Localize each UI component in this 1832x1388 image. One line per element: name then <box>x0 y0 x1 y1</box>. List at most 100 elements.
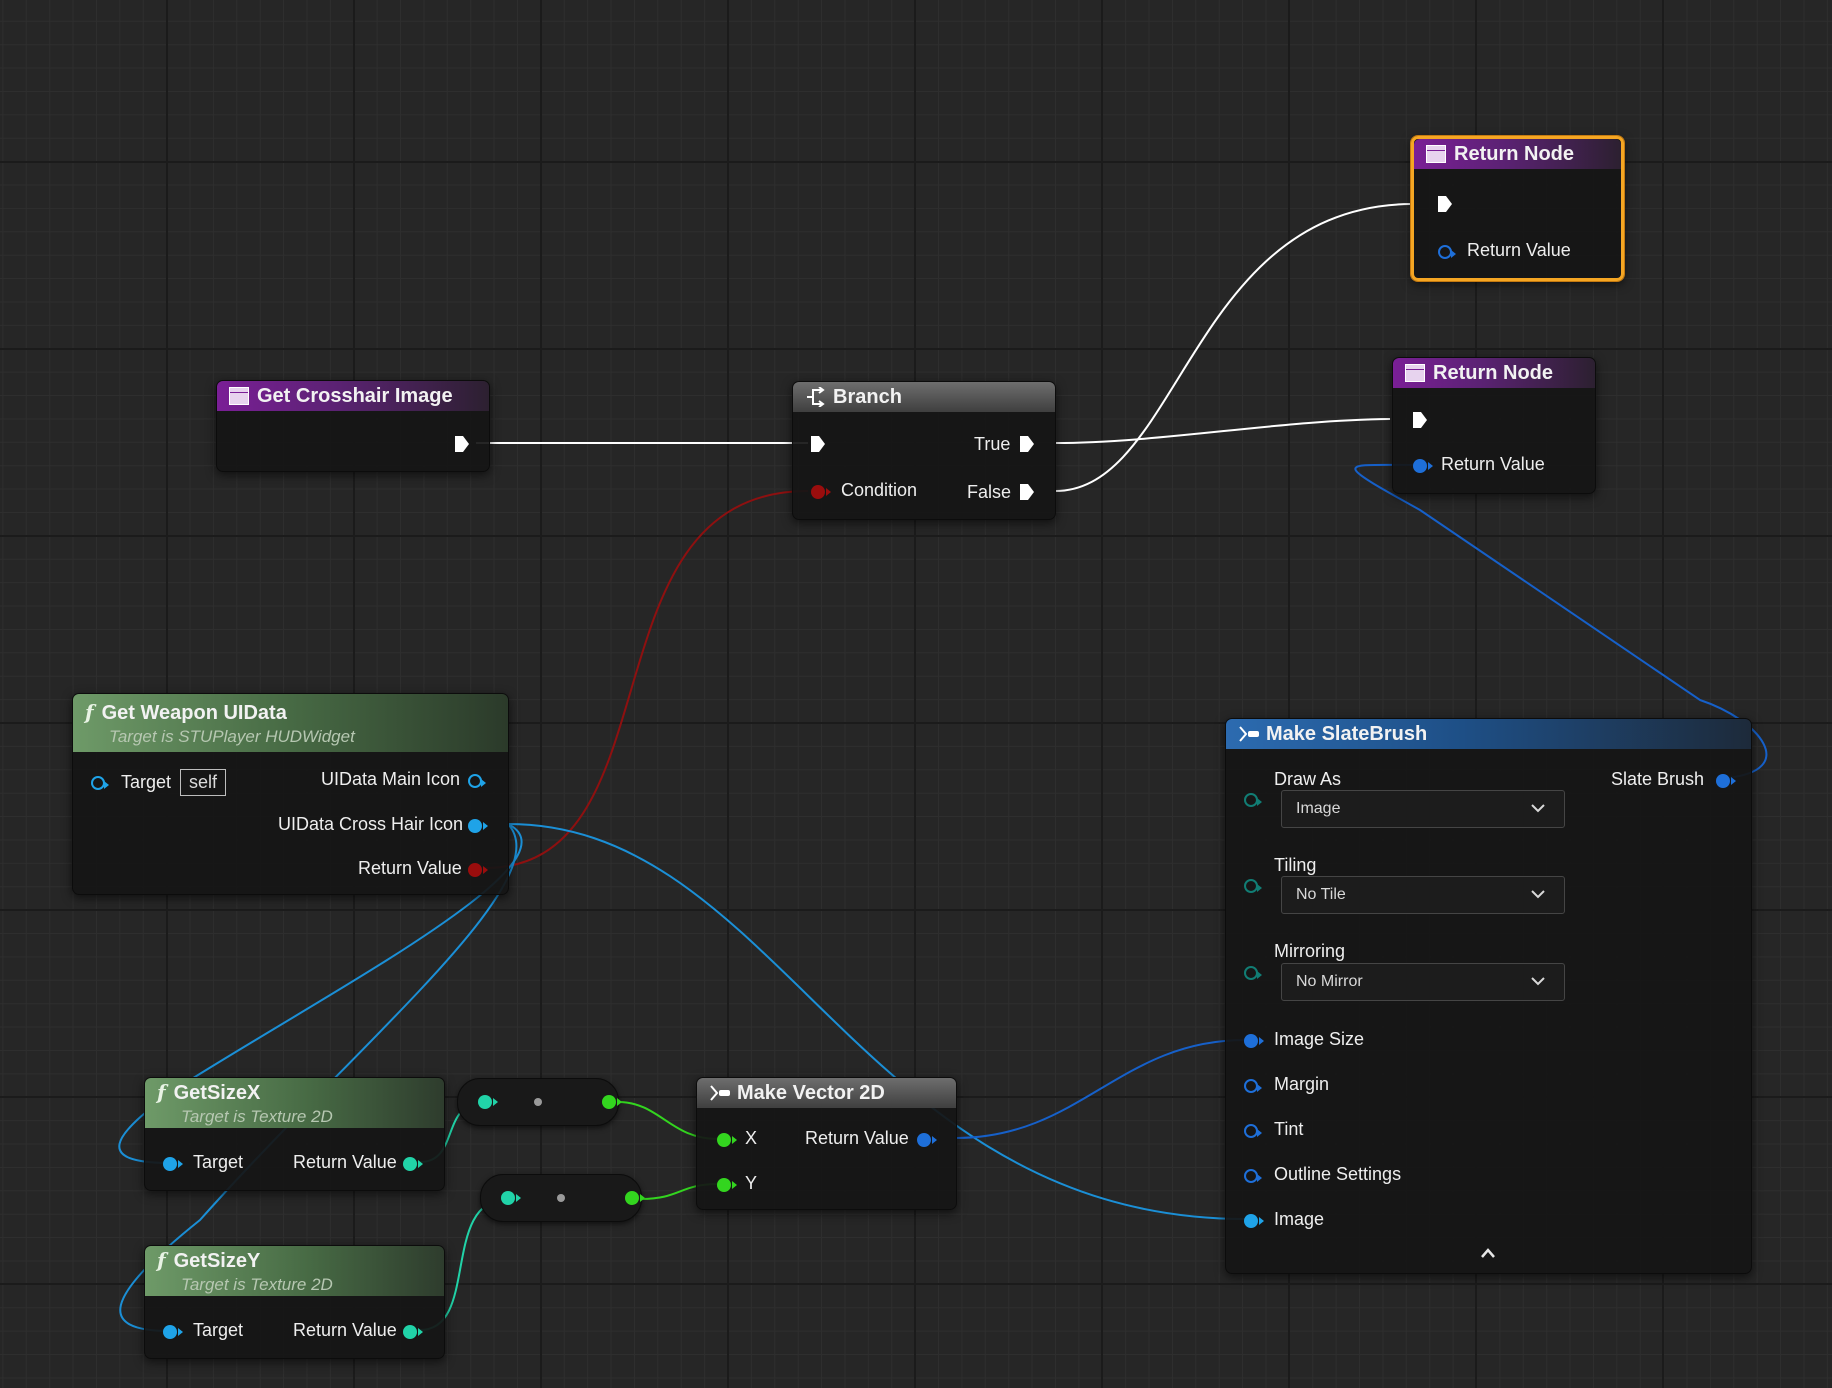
exec-input-pin-icon[interactable] <box>1436 195 1454 213</box>
return-value-pin-icon[interactable] <box>468 863 488 877</box>
node-subtitle: Target is Texture 2D <box>181 1274 333 1294</box>
return-value-label: Return Value <box>1467 240 1571 260</box>
false-label: False <box>967 482 1012 502</box>
branch-icon <box>807 387 825 407</box>
exec-input-pin-icon[interactable] <box>1411 411 1429 429</box>
node-header: f GetSizeX Target is Texture 2D <box>145 1078 444 1128</box>
draw-as-value: Image <box>1296 800 1341 817</box>
return-value-pin-icon[interactable] <box>1413 459 1433 473</box>
output-main-icon-label: UIData Main Icon <box>321 769 461 789</box>
image-size-pin-icon[interactable] <box>1244 1034 1264 1048</box>
node-return-node[interactable]: Return Node Return Value <box>1392 357 1596 494</box>
target-pin-icon[interactable] <box>163 1325 183 1339</box>
function-result-icon <box>1426 145 1446 163</box>
node-header: Return Node <box>1414 139 1621 169</box>
y-pin-icon[interactable] <box>717 1178 737 1192</box>
conversion-dot <box>534 1098 542 1106</box>
main-icon-pin-icon[interactable] <box>468 774 486 788</box>
exec-true-pin-icon[interactable] <box>1018 435 1036 453</box>
node-subtitle: Target is STUPlayer HUDWidget <box>109 726 355 746</box>
bool-wire-return-to-condition <box>484 490 809 869</box>
node-subtitle: Target is Texture 2D <box>181 1106 333 1126</box>
x-pin-icon[interactable] <box>717 1133 737 1147</box>
image-size-label: Image Size <box>1274 1029 1365 1049</box>
return-value-label: Return Value <box>293 1320 397 1340</box>
exec-wire-true-to-return2 <box>1054 418 1391 444</box>
function-icon: f <box>85 699 94 724</box>
tint-label: Tint <box>1274 1119 1304 1139</box>
node-header: Return Node <box>1393 358 1595 388</box>
node-title: Make Vector 2D <box>737 1081 885 1104</box>
target-pin-icon[interactable] <box>163 1157 183 1171</box>
return-value-pin-icon[interactable] <box>917 1133 937 1147</box>
node-get-crosshair-image[interactable]: Get Crosshair Image <box>216 380 490 472</box>
outline-settings-label: Outline Settings <box>1274 1164 1402 1184</box>
target-pin-icon[interactable] <box>91 776 109 790</box>
image-pin-icon[interactable] <box>1244 1214 1264 1228</box>
output-crosshair-icon-label: UIData Cross Hair Icon <box>278 814 464 834</box>
collapse-chevron-up-icon[interactable] <box>1480 1247 1496 1259</box>
condition-pin-icon[interactable] <box>811 485 831 499</box>
int-input-pin-icon[interactable] <box>478 1095 498 1109</box>
output-return-value-label: Return Value <box>358 858 462 878</box>
int-to-float-conversion-node[interactable] <box>457 1078 622 1126</box>
node-title: Get Crosshair Image <box>257 384 453 407</box>
node-branch[interactable]: Branch Condition True False <box>792 381 1056 520</box>
crosshair-icon-pin-icon[interactable] <box>468 819 488 833</box>
node-make-slate-brush[interactable]: Make SlateBrush Slate Brush Draw As Imag… <box>1225 718 1752 1274</box>
node-return-node-selected[interactable]: Return Node Return Value <box>1411 136 1624 281</box>
node-header: f Get Weapon UIData Target is STUPlayer H… <box>73 694 508 752</box>
chevron-down-icon <box>1531 890 1545 899</box>
function-icon: f <box>157 1079 166 1104</box>
draw-as-pin-icon[interactable] <box>1244 793 1262 807</box>
outline-settings-pin-icon[interactable] <box>1244 1169 1262 1183</box>
node-header: Make SlateBrush <box>1226 719 1751 749</box>
node-header: Make Vector 2D <box>697 1078 956 1108</box>
tiling-label: Tiling <box>1274 855 1317 875</box>
condition-label: Condition <box>841 480 918 500</box>
node-make-vector-2d[interactable]: Make Vector 2D X Y Return Value <box>696 1077 957 1210</box>
node-title: Make SlateBrush <box>1266 722 1428 745</box>
draw-as-dropdown[interactable]: Image <box>1281 790 1565 828</box>
function-icon: f <box>157 1247 166 1272</box>
target-default-field[interactable]: self <box>180 769 227 796</box>
chevron-down-icon <box>1531 804 1545 813</box>
function-result-icon <box>1405 364 1425 382</box>
node-title: Get Weapon UIData <box>101 701 287 724</box>
margin-pin-icon[interactable] <box>1244 1079 1262 1093</box>
float-output-pin-icon[interactable] <box>625 1191 645 1205</box>
chevron-down-icon <box>1531 977 1545 986</box>
tint-pin-icon[interactable] <box>1244 1124 1262 1138</box>
node-title: GetSizeX <box>173 1081 261 1104</box>
node-header: Get Crosshair Image <box>217 381 489 411</box>
exec-false-pin-icon[interactable] <box>1018 483 1036 501</box>
mirroring-dropdown[interactable]: No Mirror <box>1281 963 1565 1001</box>
mirroring-pin-icon[interactable] <box>1244 966 1262 980</box>
target-label: Target <box>193 1152 244 1172</box>
int-input-pin-icon[interactable] <box>501 1191 521 1205</box>
int-to-float-conversion-node[interactable] <box>480 1174 645 1222</box>
node-title: Return Node <box>1454 142 1574 165</box>
return-value-pin-icon[interactable] <box>403 1325 423 1339</box>
slate-brush-pin-icon[interactable] <box>1716 774 1736 788</box>
image-label: Image <box>1274 1209 1325 1229</box>
tiling-pin-icon[interactable] <box>1244 879 1262 893</box>
return-value-label: Return Value <box>805 1128 909 1148</box>
float-output-pin-icon[interactable] <box>602 1095 622 1109</box>
exec-input-pin-icon[interactable] <box>809 435 827 453</box>
exec-output-pin-icon[interactable] <box>453 435 471 453</box>
node-get-weapon-uidata[interactable]: f Get Weapon UIData Target is STUPlayer H… <box>72 693 509 895</box>
struct-wire-vector-to-imagesize <box>955 1039 1246 1139</box>
return-value-pin-icon[interactable] <box>403 1157 423 1171</box>
draw-as-label: Draw As <box>1274 769 1342 789</box>
make-struct-icon <box>710 1085 730 1101</box>
mirroring-label: Mirroring <box>1274 941 1346 961</box>
true-label: True <box>974 434 1011 454</box>
return-value-pin-icon[interactable] <box>1438 245 1456 259</box>
node-title: Return Node <box>1433 361 1553 384</box>
node-header: Branch <box>793 382 1055 412</box>
tiling-dropdown[interactable]: No Tile <box>1281 876 1565 914</box>
